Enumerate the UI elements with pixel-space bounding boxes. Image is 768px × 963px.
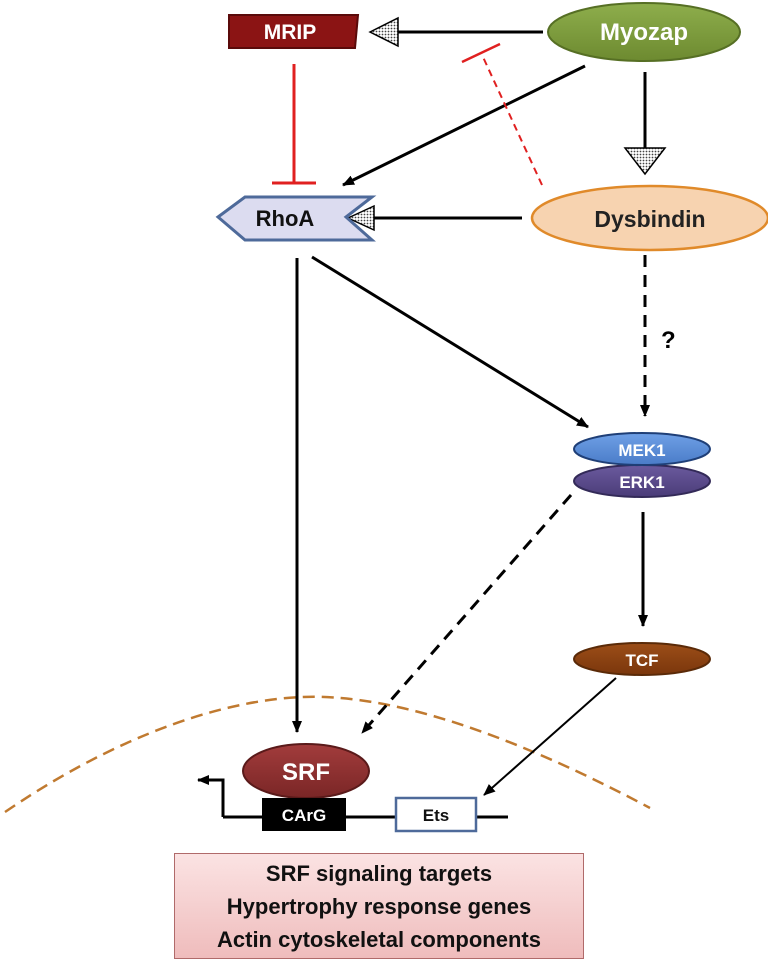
arrowhead-mrip (368, 16, 399, 48)
arrow-erk1-to-srf-dashed (360, 494, 573, 734)
carg-label: CArG (282, 806, 326, 825)
rhoa-label: RhoA (256, 206, 315, 231)
arrowhead-dysbindin (623, 147, 667, 176)
erk1-label: ERK1 (619, 473, 664, 492)
arrowhead-rhoa (346, 204, 375, 232)
target-line-srf-signaling: SRF signaling targets (265, 860, 493, 886)
srf-targets-box: SRF signaling targets Hypertrophy respon… (174, 853, 584, 959)
mek1-label: MEK1 (618, 441, 665, 460)
nuclear-membrane (4, 695, 651, 814)
node-erk1: ERK1 (573, 464, 711, 498)
dysbindin-label: Dysbindin (594, 206, 705, 232)
node-mek1: MEK1 (573, 432, 711, 466)
node-rhoa: RhoA (215, 195, 377, 242)
node-carg: CArG (262, 798, 346, 831)
srf-label: SRF (282, 759, 330, 786)
inhibition-bar-dysbindin (461, 42, 501, 64)
node-mrip: MRIP (228, 14, 360, 49)
transcription-start-arrow (197, 775, 225, 817)
target-line-hypertrophy: Hypertrophy response genes (226, 893, 532, 919)
mrip-label: MRIP (264, 21, 317, 44)
myozap-label: Myozap (600, 19, 688, 46)
node-ets: Ets (394, 796, 478, 833)
question-mark: ? (661, 327, 676, 354)
arrow-tcf-to-ets (483, 677, 617, 796)
inhibition-dysbindin-dashed (482, 56, 543, 186)
ets-label: Ets (423, 806, 449, 825)
tcf-label: TCF (625, 651, 658, 670)
arrow-myozap-to-rhoa (342, 64, 586, 187)
node-srf: SRF (242, 743, 370, 799)
node-myozap: Myozap (547, 2, 741, 62)
node-tcf: TCF (573, 642, 711, 676)
arrow-rhoa-to-mek1 (311, 255, 589, 429)
target-line-actin: Actin cytoskeletal components (217, 926, 541, 952)
node-dysbindin: Dysbindin (530, 184, 768, 252)
